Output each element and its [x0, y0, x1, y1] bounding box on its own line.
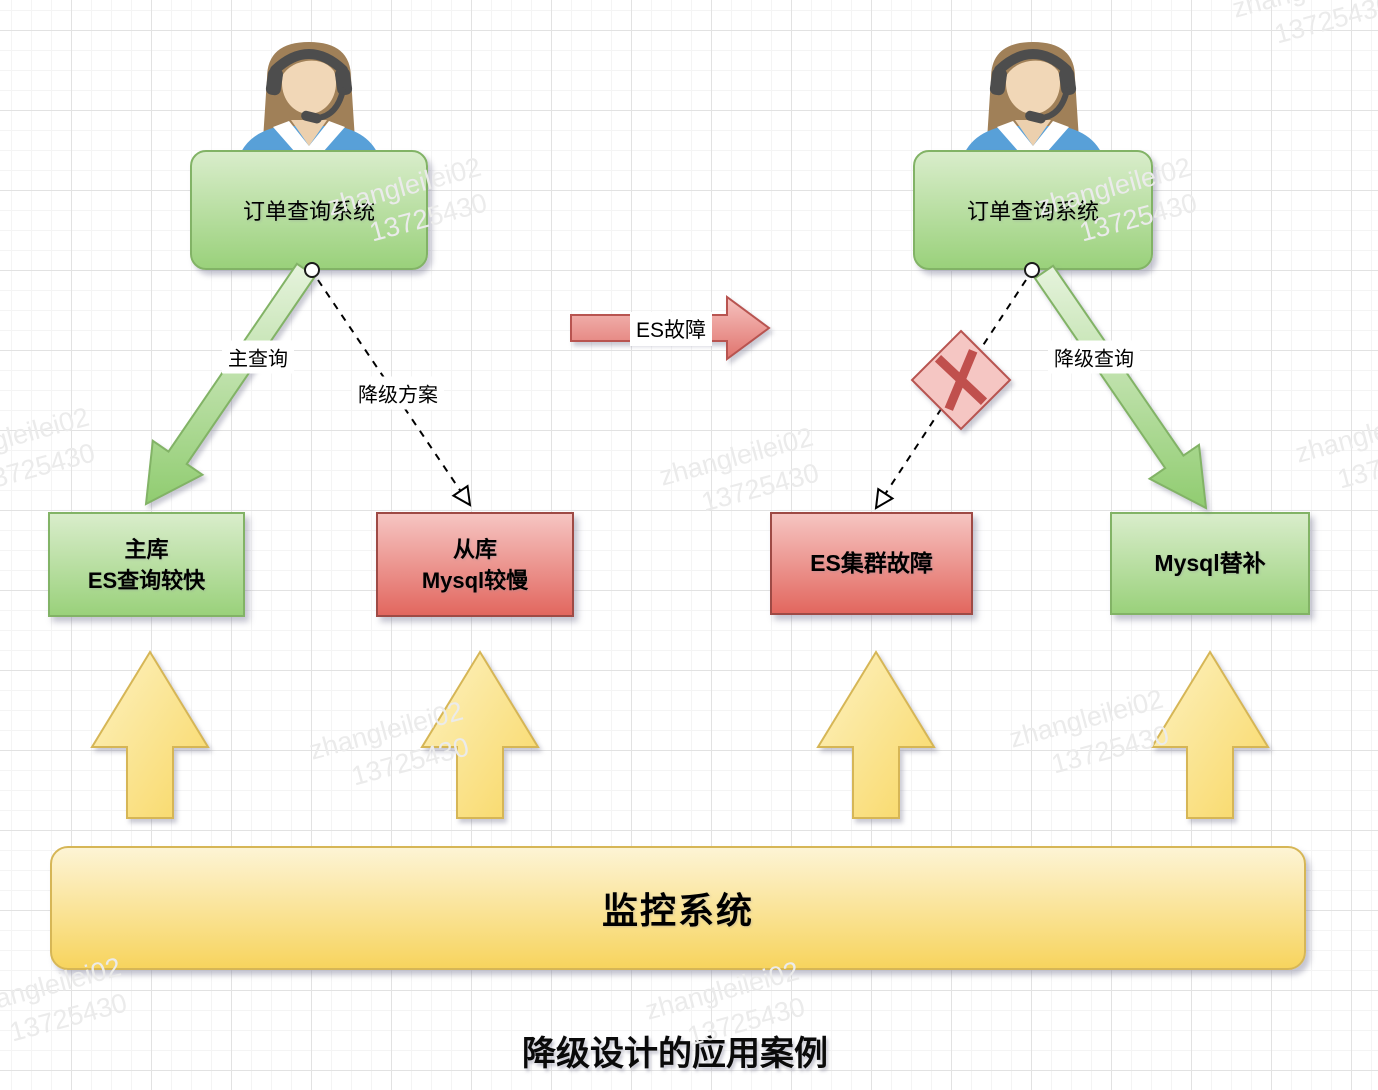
order-query-system-box-left: 订单查询系统: [190, 150, 428, 270]
monitoring-system-box: 监控系统: [50, 846, 1306, 970]
mysql-substitute-label: Mysql替补: [1154, 550, 1266, 576]
es-cluster-failure-box: ES集群故障: [770, 512, 973, 615]
primary-db-box: 主库 ES查询较快: [48, 512, 245, 617]
fallback-plan-edge-head: [451, 484, 472, 507]
order-query-system-label: 订单查询系统: [242, 199, 375, 224]
primary-db-line1: 主库: [124, 536, 169, 562]
fallback-db-line1: 从库: [452, 536, 497, 562]
es-cluster-failure-label: ES集群故障: [810, 550, 933, 576]
failure-x-stroke: [934, 355, 988, 405]
fallback-plan-edge-label: 降级方案: [352, 376, 444, 410]
monitor-up-arrow-4: [1150, 650, 1270, 819]
fallback-db-line2: Mysql较慢: [421, 567, 529, 593]
monitor-up-arrow-2: [420, 650, 540, 819]
order-query-system-label: 订单查询系统: [966, 199, 1099, 224]
primary-db-line2: ES查询较快: [87, 567, 206, 593]
failure-x-stroke: [944, 349, 978, 411]
es-failure-transition-label: ES故障: [629, 312, 713, 346]
monitor-up-arrow-3: [816, 650, 936, 819]
diagram-title: 降级设计的应用案例: [522, 1035, 828, 1073]
failed-query-edge-line: [884, 279, 1027, 495]
fallback-db-box: 从库 Mysql较慢: [376, 512, 574, 617]
degraded-query-edge-label: 降级查询: [1048, 340, 1140, 374]
order-query-system-box-right: 订单查询系统: [913, 150, 1153, 270]
monitoring-system-label: 监控系统: [601, 890, 754, 931]
degraded-query-arrow: [1033, 264, 1208, 510]
mysql-substitute-box: Mysql替补: [1110, 512, 1310, 615]
primary-query-edge-label: 主查询: [222, 340, 294, 374]
primary-query-arrow: [144, 262, 317, 506]
monitor-up-arrow-1: [90, 650, 210, 819]
failed-query-edge-head: [874, 487, 895, 510]
failure-x-icon: [910, 329, 1012, 431]
